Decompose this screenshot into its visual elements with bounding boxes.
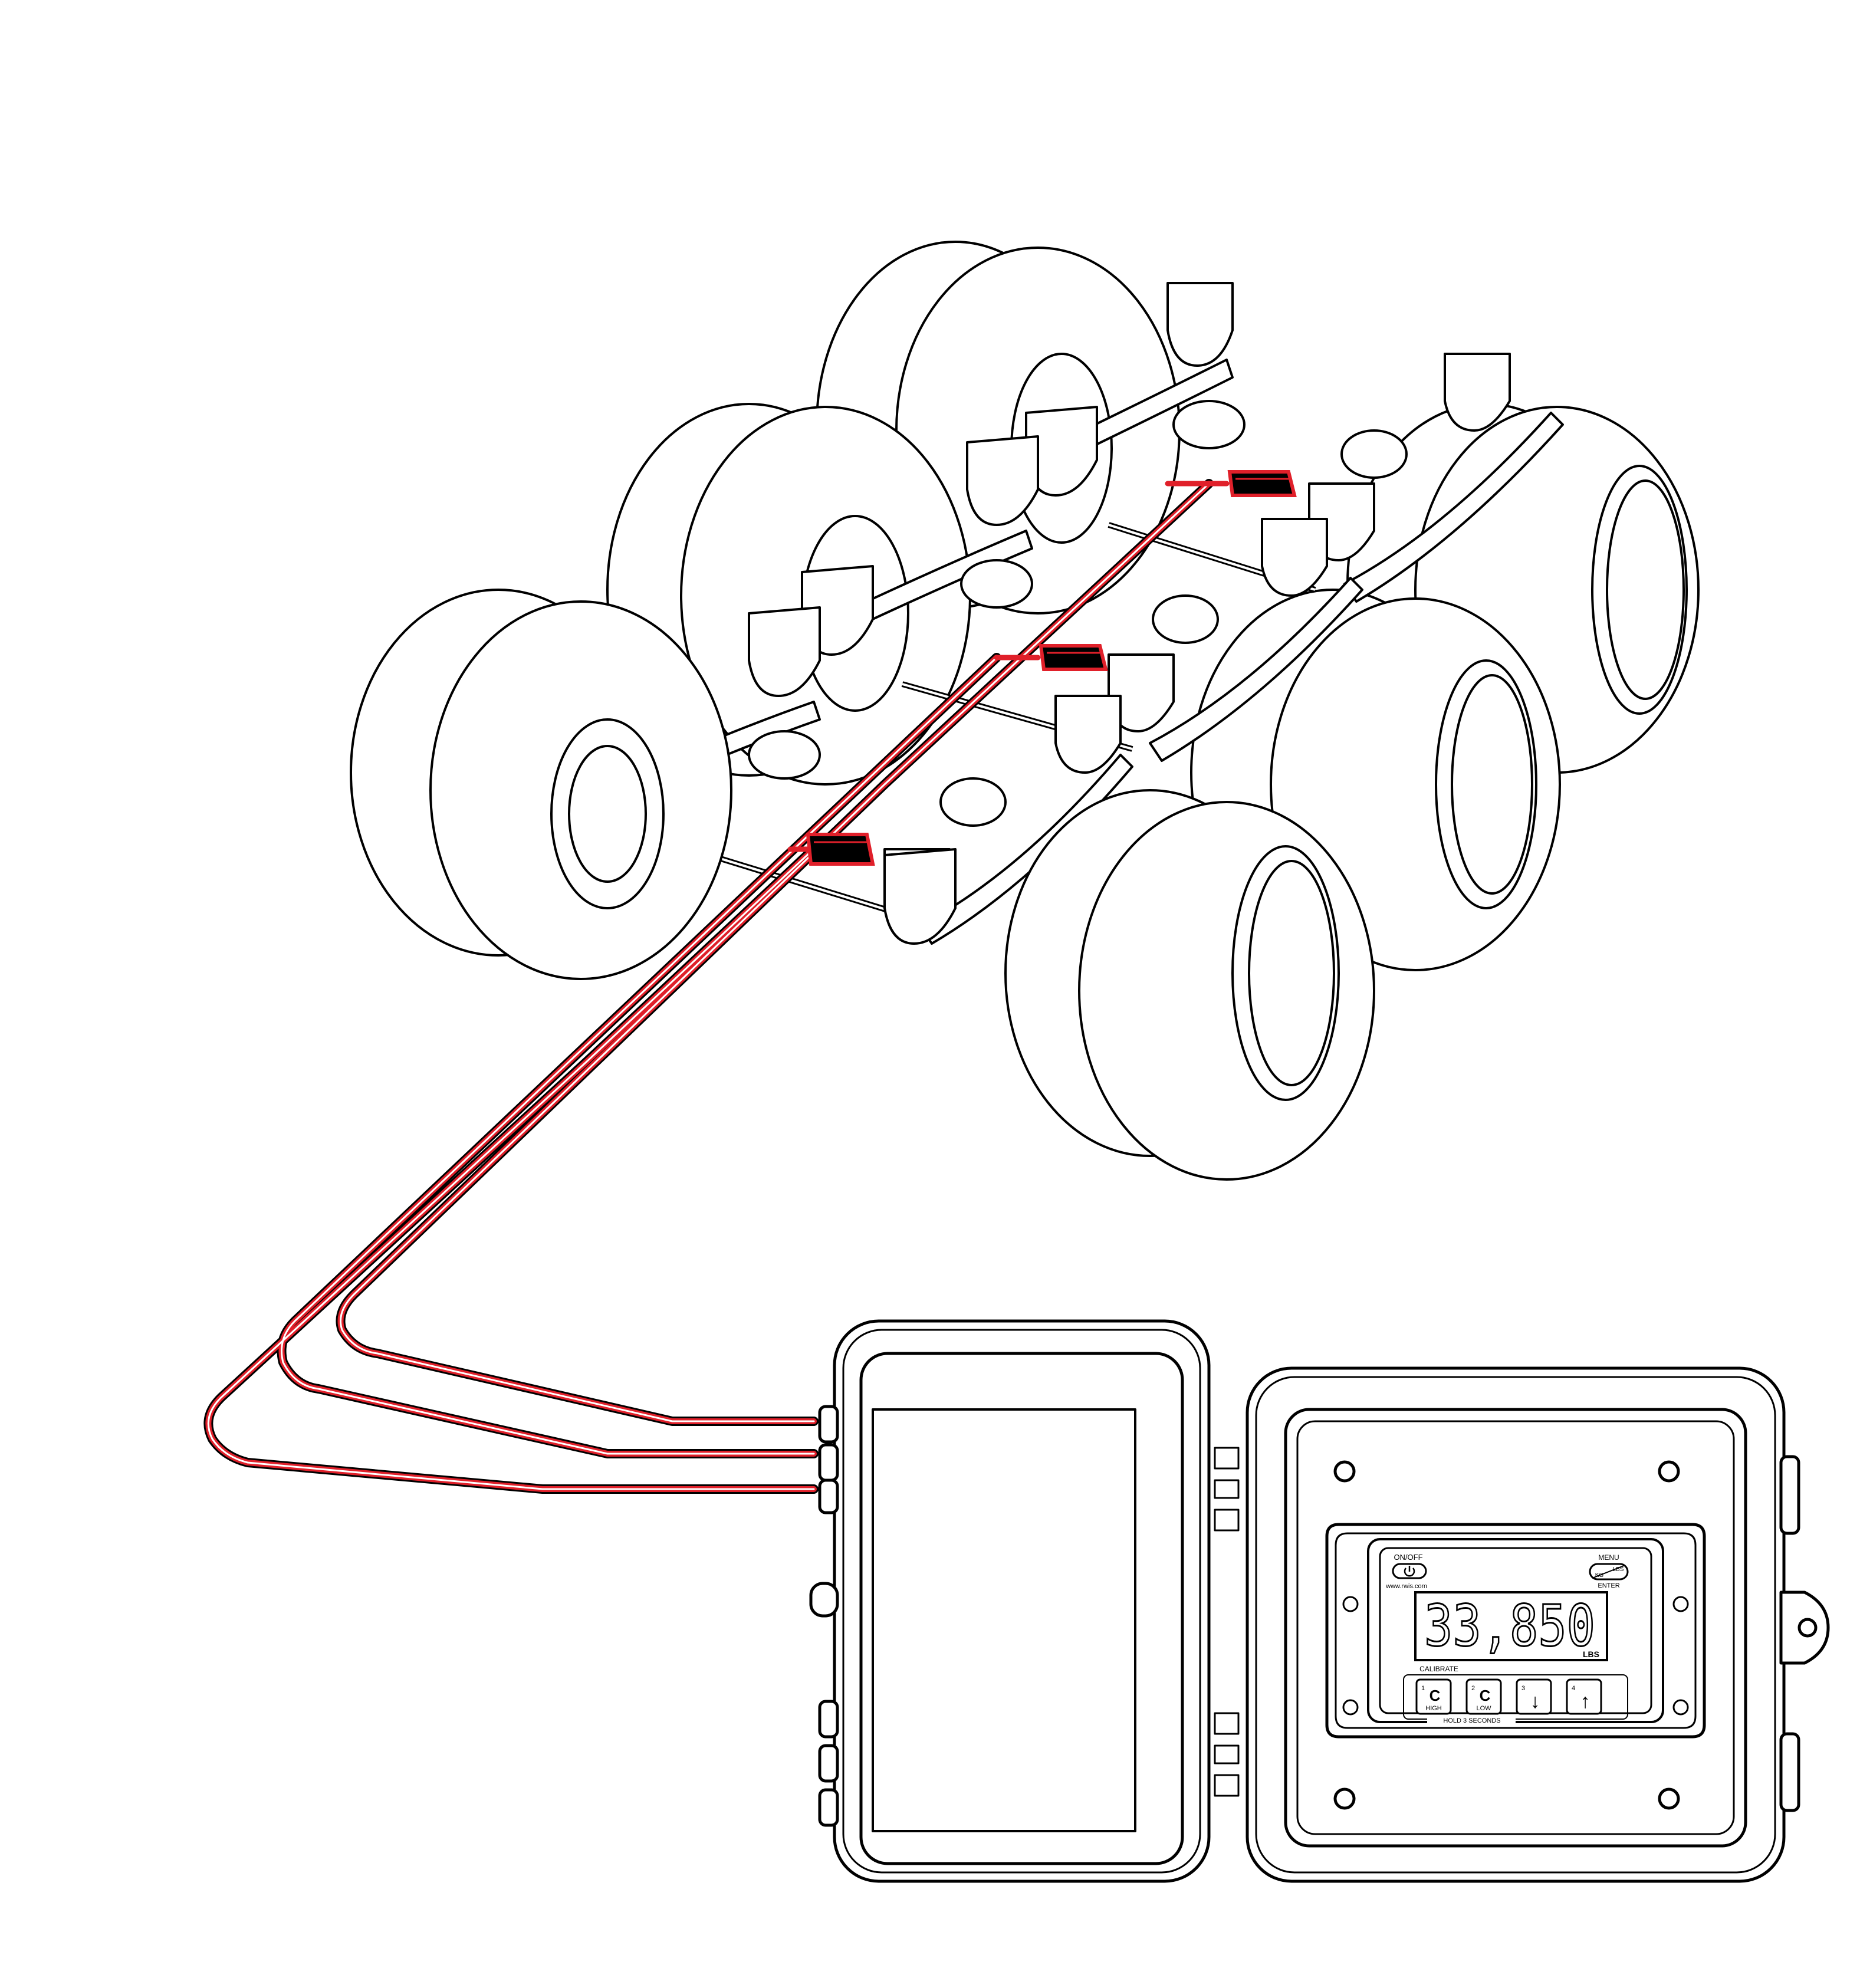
power-button[interactable] bbox=[1392, 1563, 1427, 1579]
enclosure-hinges bbox=[1214, 1447, 1240, 1797]
lbs-small-label: LBS bbox=[1613, 1566, 1624, 1573]
kg-label: KG bbox=[1595, 1572, 1604, 1579]
menu-units-button[interactable] bbox=[1589, 1563, 1629, 1580]
tire-left-axle3 bbox=[350, 589, 732, 980]
button-1-symbol: C bbox=[1429, 1687, 1441, 1704]
button-1-caption: HIGH bbox=[1425, 1705, 1442, 1712]
hold-seconds-label: HOLD 3 SECONDS bbox=[1443, 1717, 1500, 1724]
load-sensor-axle3 bbox=[806, 833, 875, 866]
hanger-left-2 bbox=[748, 565, 874, 697]
sensor-cables bbox=[203, 479, 1230, 1494]
onoff-label: ON/OFF bbox=[1394, 1553, 1422, 1562]
calibrate-low-button[interactable]: 2 C LOW bbox=[1465, 1678, 1502, 1715]
down-button[interactable]: 3 ↓ bbox=[1516, 1678, 1552, 1715]
menu-label: MENU bbox=[1598, 1553, 1619, 1562]
enclosure-lid bbox=[809, 1319, 1211, 1883]
button-4-number: 4 bbox=[1572, 1685, 1575, 1692]
button-1-number: 1 bbox=[1421, 1685, 1425, 1692]
power-icon bbox=[1404, 1566, 1415, 1577]
button-2-number: 2 bbox=[1471, 1685, 1475, 1692]
weight-unit: LBS bbox=[1583, 1649, 1599, 1659]
indicator-face: ON/OFF www.rwis.com MENU KG LBS ENTER 33… bbox=[1385, 1553, 1629, 1724]
weight-readout: 33,850 bbox=[1424, 1593, 1595, 1659]
up-button[interactable]: 4 ↑ bbox=[1566, 1678, 1602, 1715]
button-2-symbol: C bbox=[1480, 1687, 1491, 1704]
calibrate-high-button[interactable]: 1 C HIGH bbox=[1415, 1678, 1452, 1715]
tire-left-axle2 bbox=[606, 403, 971, 786]
down-arrow-icon: ↓ bbox=[1530, 1690, 1540, 1713]
tire-right-axle3 bbox=[1004, 789, 1375, 1181]
load-sensor-axle2 bbox=[1039, 644, 1108, 671]
website-label: www.rwis.com bbox=[1385, 1583, 1427, 1590]
up-arrow-icon: ↑ bbox=[1580, 1690, 1590, 1713]
button-2-caption: LOW bbox=[1476, 1705, 1491, 1712]
calibrate-label: CALIBRATE bbox=[1419, 1665, 1458, 1673]
lcd-display bbox=[1414, 1591, 1608, 1661]
hanger-left-1 bbox=[966, 282, 1234, 526]
load-sensor-axle1 bbox=[1227, 470, 1297, 497]
enter-label: ENTER bbox=[1598, 1582, 1619, 1589]
tandem-axle-chassis bbox=[350, 241, 1700, 1181]
indicator-enclosure bbox=[809, 1319, 1830, 1883]
button-3-number: 3 bbox=[1521, 1685, 1525, 1692]
